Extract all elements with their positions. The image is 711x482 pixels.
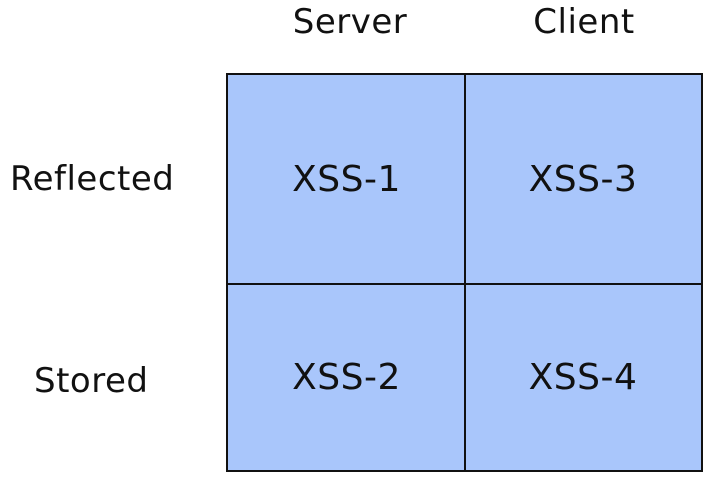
row-header-reflected: Reflected xyxy=(10,159,175,199)
cell-reflected-server: XSS-1 xyxy=(292,159,401,200)
vertical-divider xyxy=(464,75,466,470)
row-header-stored: Stored xyxy=(34,361,149,401)
cell-stored-server: XSS-2 xyxy=(292,356,401,398)
xss-classification-grid: XSS-1 XSS-3 XSS-2 XSS-4 xyxy=(226,73,703,472)
column-header-client: Client xyxy=(533,2,635,42)
cell-reflected-client: XSS-3 xyxy=(528,159,638,200)
cell-stored-client: XSS-4 xyxy=(528,356,638,398)
column-header-server: Server xyxy=(292,2,408,42)
horizontal-divider xyxy=(228,283,701,285)
